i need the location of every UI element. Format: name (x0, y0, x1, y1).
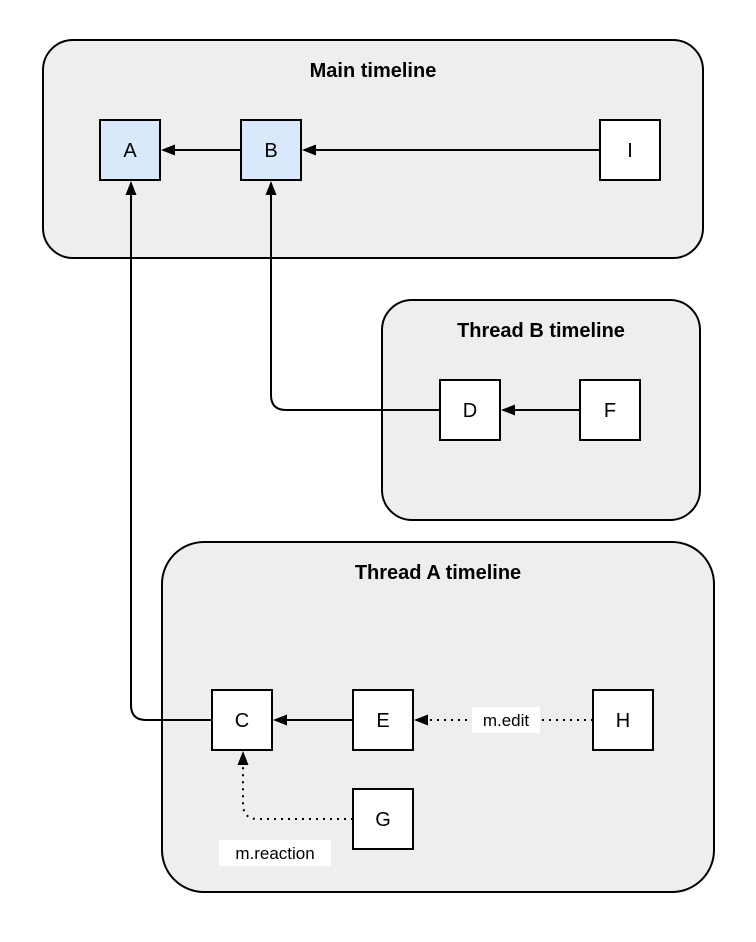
node-h-label: H (616, 710, 630, 732)
node-f-box (579, 379, 641, 441)
thread-a-timeline-title: Thread A timeline (355, 562, 521, 584)
node-b-box (240, 119, 302, 181)
m-reaction-label-background (219, 840, 331, 866)
m-edit-label: m.edit (483, 711, 530, 730)
thread-b-timeline-title: Thread B timeline (457, 320, 625, 342)
main-timeline-title: Main timeline (310, 60, 437, 82)
container-thread-a-timeline: Thread A timeline (161, 541, 715, 893)
edge-d-to-b (265, 181, 440, 411)
node-e: E (352, 689, 414, 751)
node-i: I (599, 119, 661, 181)
node-i-box (599, 119, 661, 181)
node-d-label: D (463, 400, 477, 422)
node-b-label: B (264, 140, 277, 162)
node-g-label: G (375, 809, 391, 831)
m-reaction-label: m.reaction (235, 844, 314, 863)
node-a-box (99, 119, 161, 181)
node-c-box (211, 689, 273, 751)
node-f-label: F (604, 400, 616, 422)
node-e-label: E (376, 710, 389, 732)
node-e-box (352, 689, 414, 751)
node-c: C (211, 689, 273, 751)
node-d-box (439, 379, 501, 441)
edge-c-to-a (125, 181, 212, 721)
m-edit-label-background (472, 707, 540, 733)
edge-label-m-reaction: m.reaction (219, 840, 331, 866)
node-f: F (579, 379, 641, 441)
node-g: G (352, 788, 414, 850)
edge-g-to-c-dotted (237, 751, 353, 820)
thread-a-timeline-box (161, 541, 715, 893)
node-b: B (240, 119, 302, 181)
node-d: D (439, 379, 501, 441)
node-h: H (592, 689, 654, 751)
node-i-label: I (627, 140, 633, 162)
node-g-box (352, 788, 414, 850)
node-c-label: C (235, 710, 249, 732)
node-h-box (592, 689, 654, 751)
edge-label-m-edit: m.edit (472, 707, 540, 733)
node-a-label: A (123, 140, 137, 162)
node-a: A (99, 119, 161, 181)
